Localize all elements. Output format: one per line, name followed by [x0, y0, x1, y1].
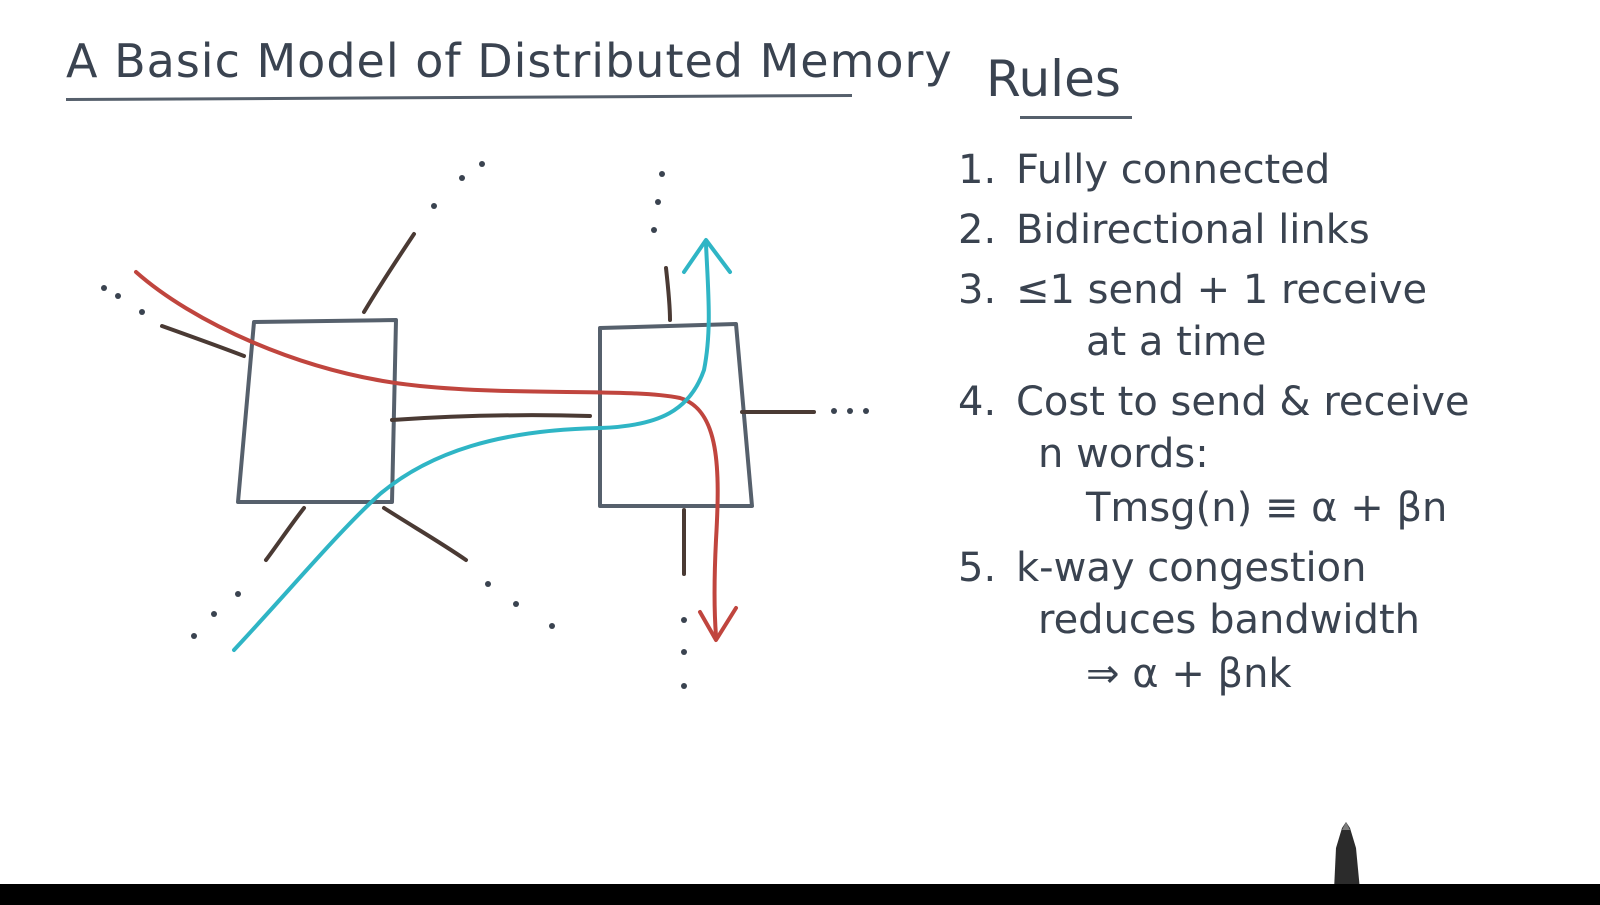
rule-number: 4. — [958, 379, 997, 425]
bottom-bar — [0, 884, 1600, 905]
rule-continuation: n words: — [1038, 431, 1209, 477]
continuation-dots — [101, 161, 869, 689]
rule-number: 3. — [958, 267, 997, 313]
rule-item: 3. ≤1 send + 1 receive at a time — [958, 270, 1558, 362]
rules-list: 1.Fully connected 2.Bidirectional links … — [958, 150, 1558, 714]
node-box-left — [236, 318, 398, 504]
rule-number: 5. — [958, 545, 997, 591]
link-line — [160, 324, 246, 358]
rule-item: 5. k-way congestion reduces bandwidth ⇒ α… — [958, 548, 1558, 694]
network-diagram — [101, 161, 869, 689]
rule-number: 2. — [958, 207, 997, 253]
rules-underline — [1020, 116, 1132, 119]
link-line — [390, 413, 592, 422]
cyan-message-path — [232, 242, 711, 652]
rule-number: 1. — [958, 147, 997, 193]
rule-text: Fully connected — [1016, 147, 1331, 193]
cyan-arrowhead — [682, 238, 732, 274]
rule-text: k-way congestion — [1016, 545, 1367, 591]
red-message-path — [134, 270, 720, 638]
rule-text: Bidirectional links — [1016, 207, 1370, 253]
rule-continuation: at a time — [1086, 319, 1267, 365]
link-line — [362, 232, 416, 314]
rule-item: 2. Bidirectional links — [958, 210, 1558, 250]
rule-item: 1. Fully connected — [958, 150, 1558, 190]
link-line — [264, 506, 306, 562]
rules-heading: Rules — [986, 50, 1121, 108]
red-arrowhead — [698, 606, 738, 642]
rule-text: Cost to send & receive — [1016, 379, 1470, 425]
rule-formula: Tmsg(n) ≡ α + βn — [1086, 485, 1448, 531]
link-line — [664, 266, 672, 322]
rule-text: ≤1 send + 1 receive — [1016, 267, 1428, 313]
node-box-right — [598, 322, 754, 508]
rule-formula: ⇒ α + βnk — [1086, 651, 1292, 697]
rule-item: 4. Cost to send & receive n words: Tmsg(n… — [958, 382, 1558, 528]
rule-continuation: reduces bandwidth — [1038, 597, 1420, 643]
link-line — [382, 506, 468, 562]
page-title: A Basic Model of Distributed Memory — [66, 34, 953, 88]
pen-tip-icon — [1334, 822, 1360, 890]
